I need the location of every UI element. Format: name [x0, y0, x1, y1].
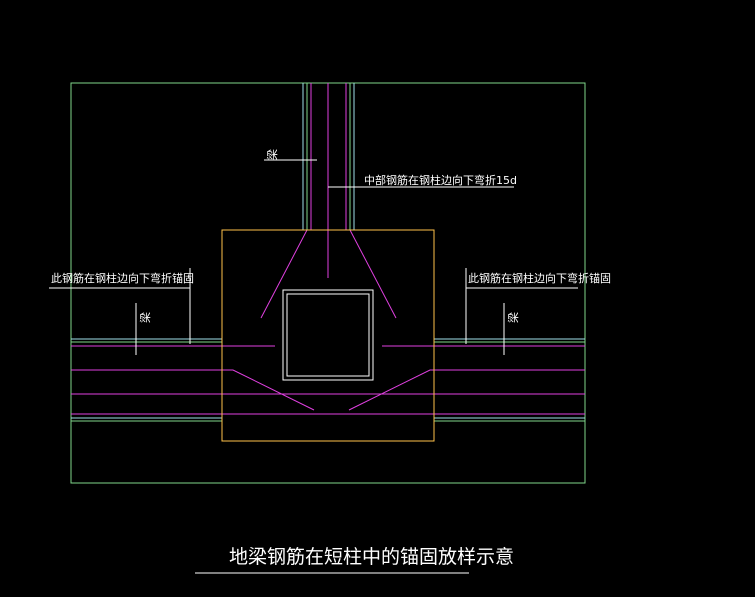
steel-column-inner — [286, 293, 370, 377]
rebar-bent-right — [349, 229, 397, 319]
label-beam-top: 梁 — [265, 149, 279, 160]
label-beam-left: 梁 — [138, 312, 152, 323]
vertical-beam — [302, 83, 355, 230]
label-middle-note: 中部钢筋在钢柱边向下弯折15d — [364, 173, 517, 187]
horizontal-beam-right — [434, 338, 585, 422]
label-beam-right: 梁 — [506, 312, 520, 323]
drawing-title: 地梁钢筋在短柱中的锚固放样示意 — [229, 546, 514, 568]
steel-column — [282, 289, 374, 381]
short-column — [221, 229, 435, 442]
rebar-bent-left — [260, 229, 308, 319]
leaders — [49, 159, 578, 355]
vertical-beam-rebars — [260, 83, 397, 319]
rebar-h2-right-bent — [348, 369, 585, 411]
steel-column-outer — [282, 289, 374, 381]
label-left-note: 此钢筋在钢柱边向下弯折锚固 — [51, 271, 194, 285]
horizontal-beam-left — [71, 338, 222, 422]
rebar-h2-left-bent — [71, 369, 315, 411]
horizontal-beam-rebars — [71, 345, 585, 415]
label-right-note: 此钢筋在钢柱边向下弯折锚固 — [468, 271, 611, 285]
